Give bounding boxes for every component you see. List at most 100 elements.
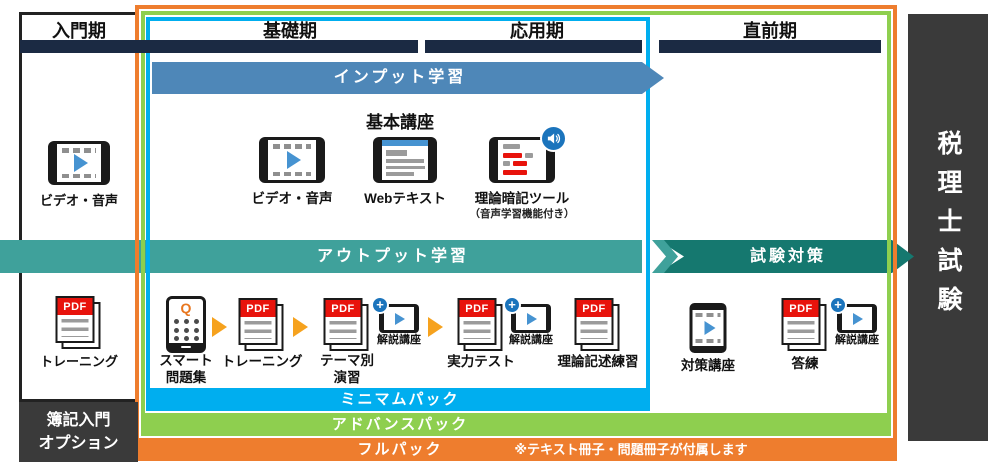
bookkeeping-option-box: 簿記入門 オプション xyxy=(19,402,138,462)
plus-icon: + xyxy=(503,296,521,314)
exam-prep-band xyxy=(658,240,914,273)
phase-label-basic: 基礎期 xyxy=(263,21,317,41)
theme-practice-label-line1: テーマ別 xyxy=(320,353,374,368)
document-lines xyxy=(580,321,608,339)
pdf-badge: PDF xyxy=(459,300,495,317)
bookkeeping-option-line2: オプション xyxy=(38,435,119,453)
intro-training-pdf-icon: PDF xyxy=(55,296,103,351)
explanation-course-icon: + xyxy=(371,296,419,333)
exam-bar: 税理士試験 xyxy=(908,14,988,441)
smart-quiz-label: スマート 問題集 xyxy=(159,353,213,387)
practice-exam-label: 答練 xyxy=(791,356,819,371)
play-icon xyxy=(704,321,715,335)
explanation-course-icon: + xyxy=(829,296,877,333)
document-lines xyxy=(329,321,357,339)
minimum-pack-label: ミニマムパック xyxy=(340,391,460,408)
q-badge: Q xyxy=(180,300,192,316)
web-text-label: Webテキスト xyxy=(364,191,446,206)
dashed-text-line xyxy=(695,313,721,317)
timeline-bar-applied xyxy=(425,40,642,53)
phase-label-final: 直前期 xyxy=(743,21,797,41)
video-audio-label: ビデオ・音声 xyxy=(251,191,333,206)
theme-practice-pdf-icon: PDF xyxy=(323,298,371,353)
practice-exam-pdf-icon: PDF xyxy=(781,298,829,353)
minimum-pack-band xyxy=(146,388,650,411)
smart-quiz-label-line1: スマート xyxy=(159,353,213,368)
advance-pack-label: アドバンスパック xyxy=(331,416,469,433)
intro-training-label: トレーニング xyxy=(39,354,119,369)
training-pdf-icon: PDF xyxy=(238,298,286,353)
smart-quiz-icon: Q xyxy=(166,296,206,353)
pdf-badge: PDF xyxy=(240,300,276,317)
phase-label-applied: 応用期 xyxy=(510,21,564,41)
measures-course-label: 対策講座 xyxy=(681,358,735,373)
text-line xyxy=(386,165,426,169)
plus-icon: + xyxy=(371,296,389,314)
input-learning-band xyxy=(152,62,642,94)
measures-course-icon xyxy=(689,303,727,353)
document-lines xyxy=(463,321,491,339)
text-line xyxy=(386,159,424,163)
explanation-course-icon: + xyxy=(503,296,551,333)
explanation-course-label: 解説講座 xyxy=(377,334,421,346)
dashed-text-line xyxy=(61,173,97,178)
play-icon xyxy=(527,312,537,325)
document-lines xyxy=(61,319,89,337)
text-block xyxy=(386,150,407,156)
explanation-course-label: 解説講座 xyxy=(835,334,879,346)
play-icon xyxy=(395,312,405,325)
exam-prep-label: 試験対策 xyxy=(749,248,827,265)
bookkeeping-option-line1: 簿記入門 xyxy=(46,412,111,429)
intro-video-audio-icon xyxy=(48,141,110,185)
ability-test-label: 実力テスト xyxy=(447,354,515,369)
flow-arrow-icon xyxy=(293,317,308,337)
training-label: トレーニング xyxy=(221,354,303,369)
pdf-badge: PDF xyxy=(57,298,93,315)
theory-memorize-icon xyxy=(489,125,567,183)
theory-memorize-label: 理論暗記ツール xyxy=(474,191,570,206)
theory-writing-pdf-icon: PDF xyxy=(574,298,622,353)
dashed-text-line xyxy=(272,171,312,176)
flow-arrow-icon xyxy=(428,317,443,337)
full-pack-note: ※テキスト冊子・問題冊子が付属します xyxy=(514,442,748,457)
theory-memorize-note: （音声学習機能付き） xyxy=(469,208,575,220)
pdf-badge: PDF xyxy=(325,300,361,317)
phase-label-intro: 入門期 xyxy=(52,21,106,41)
dashed-text-line xyxy=(272,144,312,149)
web-text-icon xyxy=(373,137,437,183)
theory-writing-label: 理論記述練習 xyxy=(557,354,639,369)
play-icon xyxy=(853,312,863,325)
exam-title: 税理士試験 xyxy=(934,130,962,325)
theme-practice-label-line2: 演習 xyxy=(333,369,361,385)
basic-course-title: 基本講座 xyxy=(366,113,434,132)
smart-quiz-label-line2: 問題集 xyxy=(165,369,207,385)
video-audio-icon xyxy=(259,137,325,183)
timeline-bar-intro-basic xyxy=(20,40,418,53)
timeline-bar-final xyxy=(659,40,881,53)
pdf-badge: PDF xyxy=(576,300,612,317)
flow-arrow-icon xyxy=(212,317,227,337)
input-learning-label: インプット学習 xyxy=(333,69,467,86)
dashed-text-line xyxy=(695,339,721,343)
theme-practice-label: テーマ別 演習 xyxy=(320,353,374,387)
dashed-text-line xyxy=(61,148,97,153)
document-lines xyxy=(244,321,272,339)
intro-video-audio-label: ビデオ・音声 xyxy=(39,193,119,208)
pdf-badge: PDF xyxy=(783,300,819,317)
play-icon xyxy=(287,151,301,169)
full-pack-band xyxy=(135,438,897,461)
document-lines xyxy=(787,321,815,339)
output-learning-label: アウトプット学習 xyxy=(316,248,470,265)
speaker-icon xyxy=(540,125,567,152)
input-learning-arrow-icon xyxy=(642,62,664,94)
plus-icon: + xyxy=(829,296,847,314)
ability-test-pdf-icon: PDF xyxy=(457,298,505,353)
play-icon xyxy=(74,154,88,172)
explanation-course-label: 解説講座 xyxy=(509,334,553,346)
browser-bar xyxy=(382,140,428,146)
answer-dots-grid xyxy=(173,319,199,341)
phone-home-bar xyxy=(169,343,203,350)
full-pack-label: フルパック xyxy=(357,441,443,458)
text-line xyxy=(386,172,414,176)
